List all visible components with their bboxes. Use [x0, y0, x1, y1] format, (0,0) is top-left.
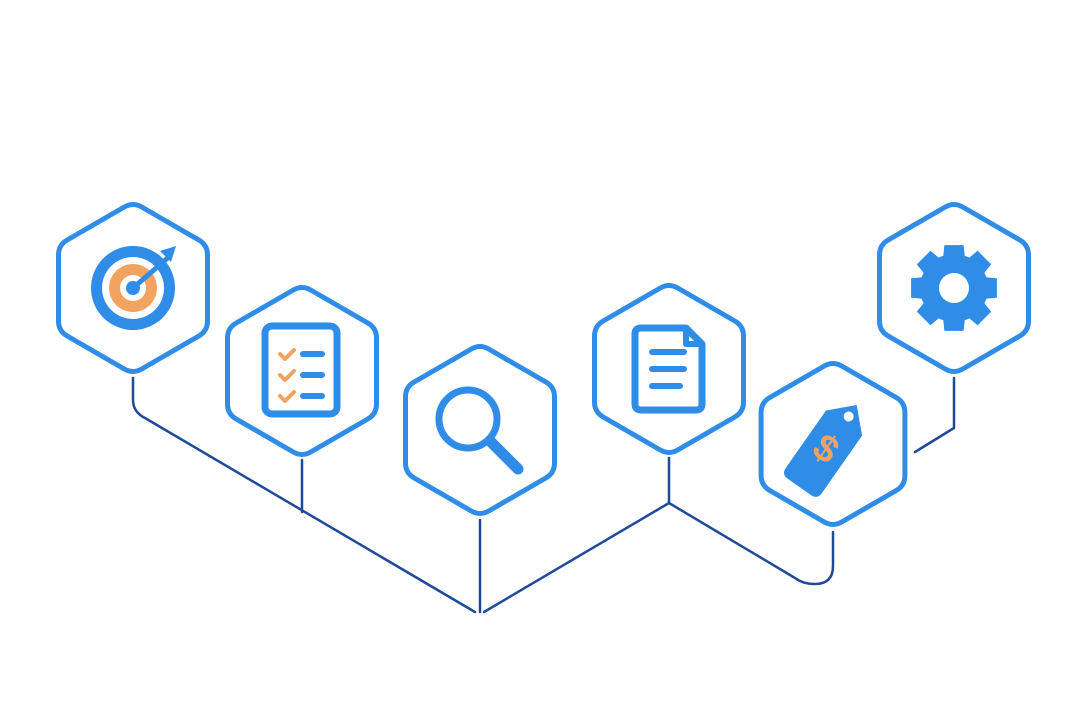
- node-price-tag: $: [758, 361, 908, 527]
- node-target: [56, 202, 210, 374]
- document-icon: [631, 324, 706, 414]
- gear-hole: [939, 273, 969, 303]
- connector-lines: [131, 376, 956, 614]
- connector-target: [131, 376, 477, 614]
- connector-price-tag: [667, 501, 835, 586]
- magnifier-icon: [435, 386, 524, 475]
- node-search: [403, 344, 557, 516]
- node-checklist: [225, 285, 379, 457]
- gear-icon: [911, 245, 997, 331]
- connector-settings: [913, 376, 956, 454]
- checklist-icon: [261, 322, 341, 418]
- node-document: [592, 283, 746, 455]
- node-settings: [877, 202, 1031, 374]
- target-icon: [91, 246, 176, 330]
- price-tag-icon: $: [784, 405, 863, 497]
- hexagon-search: [403, 344, 557, 516]
